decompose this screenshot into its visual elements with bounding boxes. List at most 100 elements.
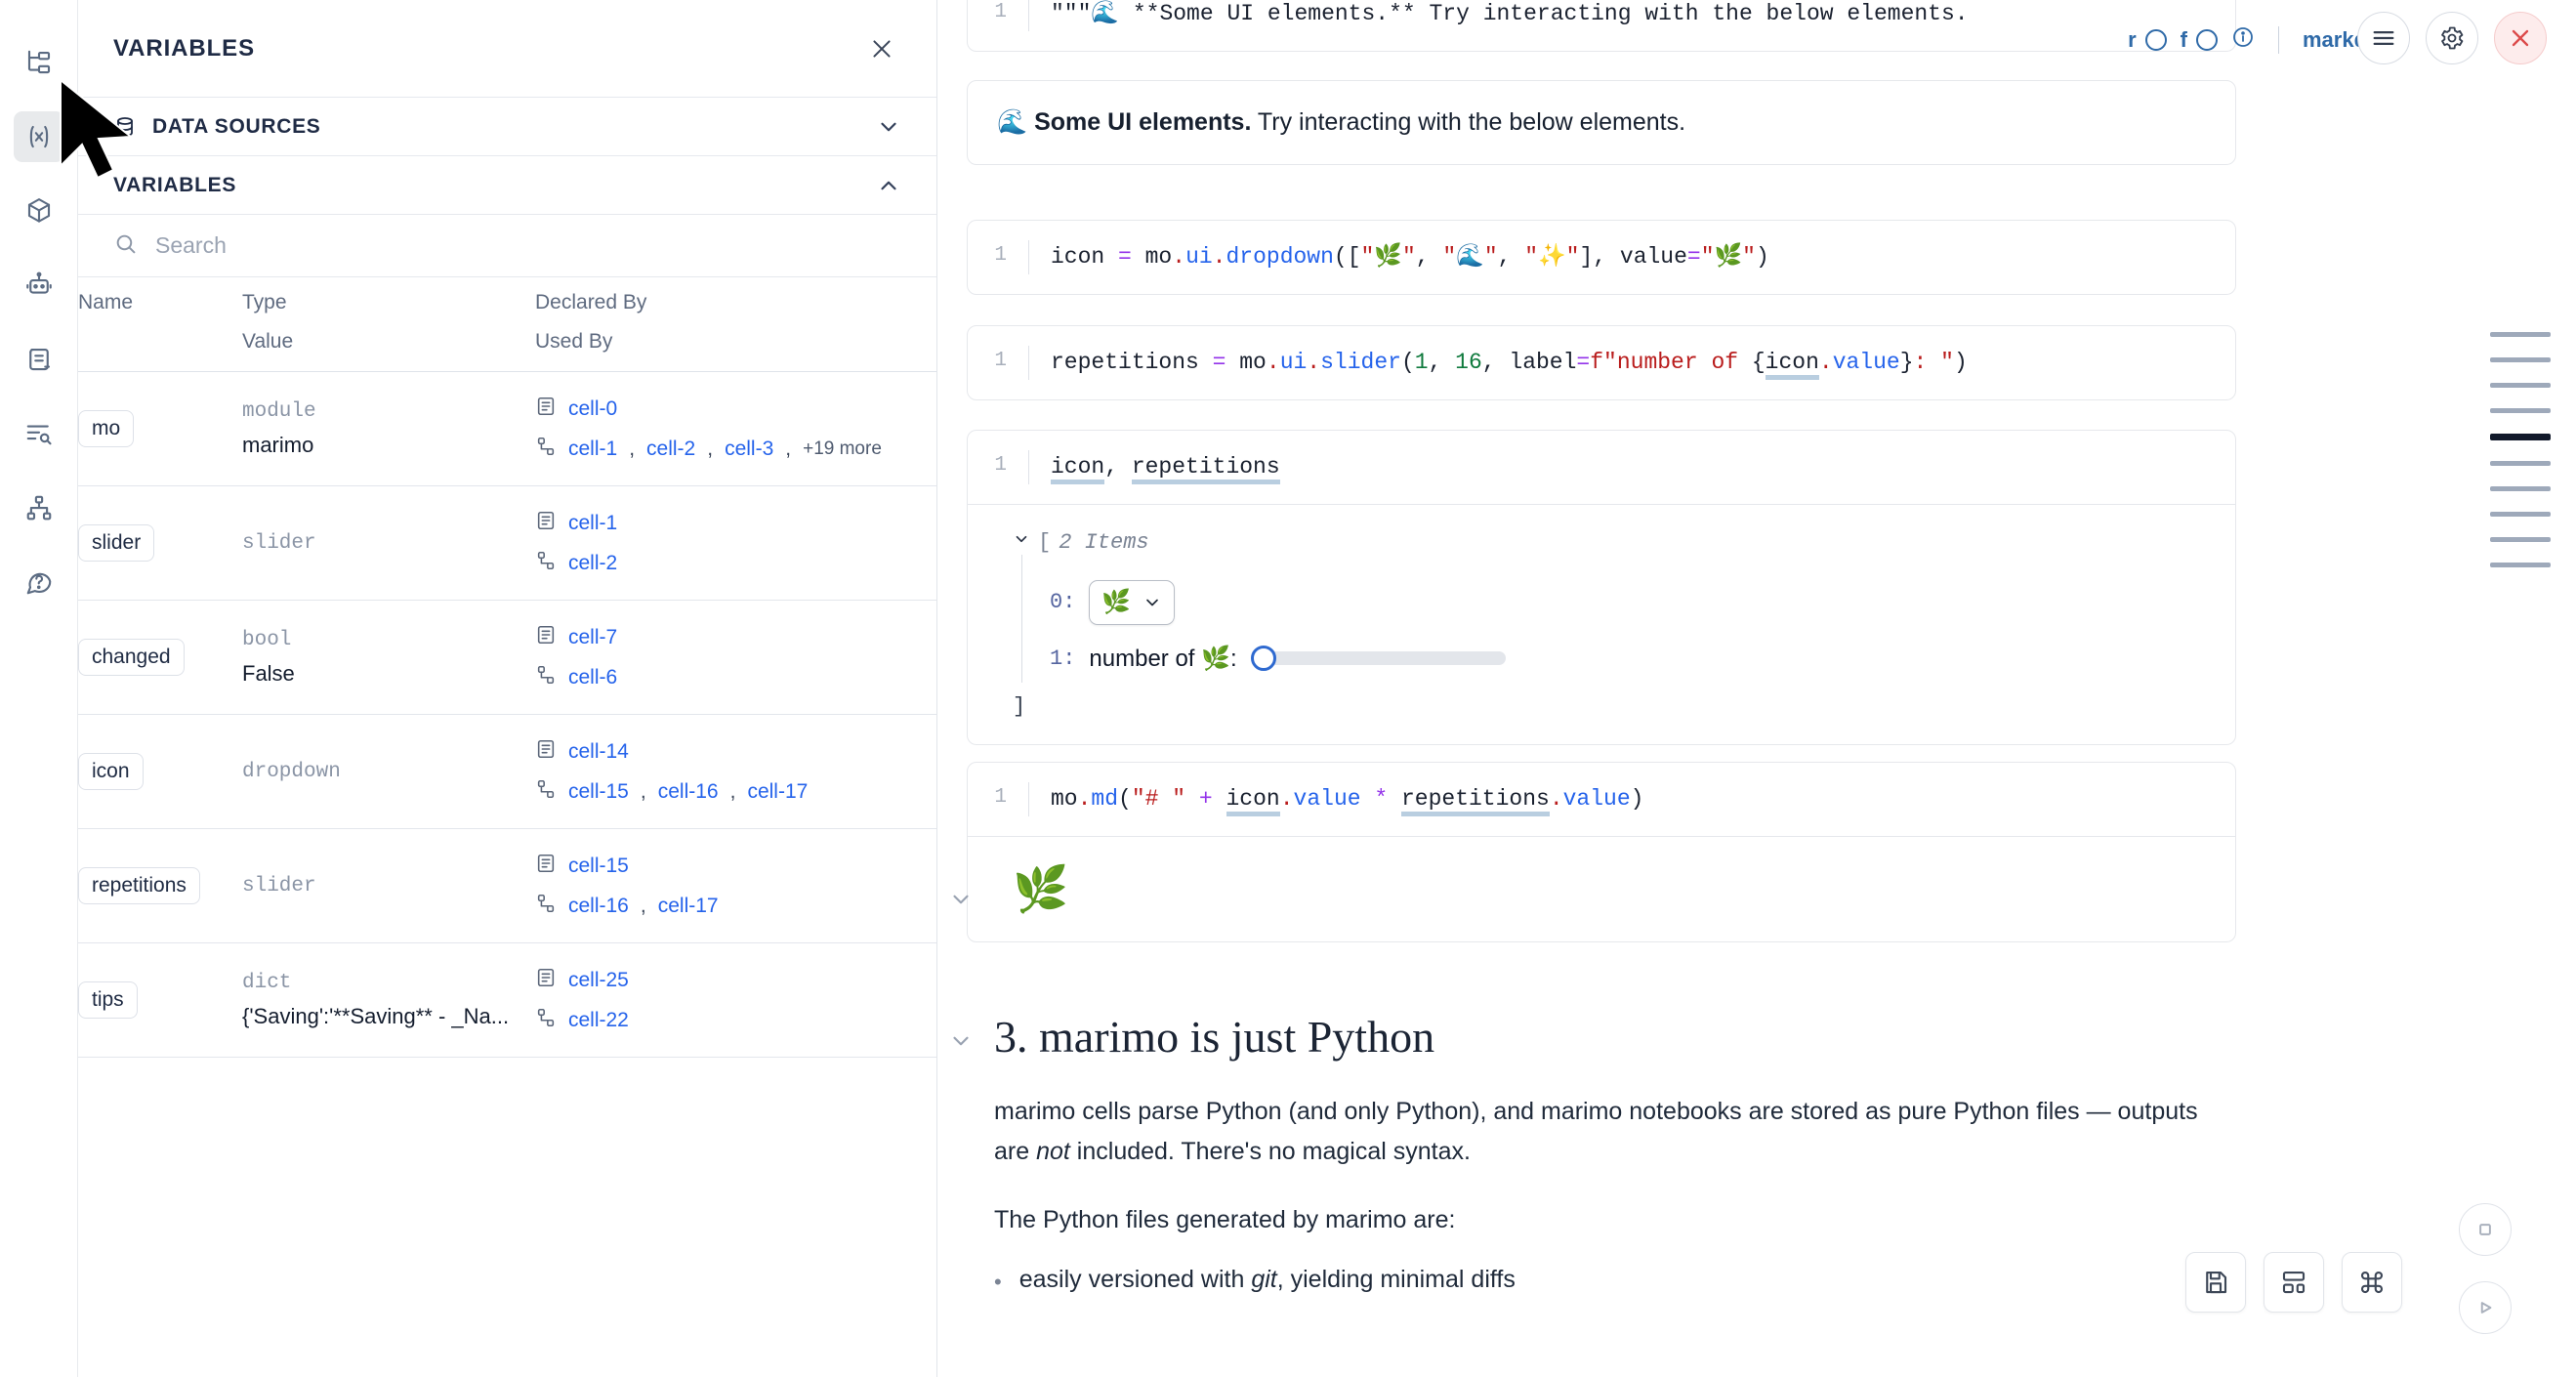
chevron-up-icon[interactable] [876, 173, 901, 198]
markdown-source-cell[interactable]: 1 """🌊 **Some UI elements.** Try interac… [967, 0, 2236, 52]
cell-link[interactable]: cell-17 [747, 779, 809, 803]
chevron-down-icon[interactable] [876, 114, 901, 140]
code-content-tuple[interactable]: icon, repetitions [1028, 450, 2235, 484]
help-icon[interactable] [14, 557, 64, 607]
cell-link[interactable]: cell-6 [568, 665, 618, 688]
md-emoji-output: 🌿 [968, 835, 2235, 941]
section-variables[interactable]: VARIABLES [78, 156, 936, 215]
cell-link[interactable]: cell-1 [568, 437, 618, 460]
variable-name-chip[interactable]: mo [78, 410, 135, 447]
code-content-md[interactable]: mo.md("# " + icon.value * repetitions.va… [1028, 782, 2235, 816]
slider-widget[interactable] [1250, 646, 1506, 671]
variable-cells-cell: cell-0 cell-1, cell-2, cell-3, +19 more [535, 371, 936, 486]
table-row[interactable]: icon dropdown cell-14 cell-15, cell-16, … [78, 714, 936, 829]
minimap-cell-marker[interactable] [2490, 434, 2551, 440]
menu-icon[interactable] [2357, 12, 2410, 64]
file-tree-icon[interactable] [14, 37, 64, 88]
minimap-cell-marker[interactable] [2490, 408, 2551, 413]
code-cell-dropdown[interactable]: 1 icon = mo.ui.dropdown(["🌿", "🌊", "✨"],… [967, 220, 2236, 295]
code-cell-tuple[interactable]: 1 icon, repetitions [ 2 Items [967, 430, 2236, 745]
tree-row-0: 0: 🌿 [1050, 570, 2190, 635]
cell-link[interactable]: cell-2 [646, 437, 696, 460]
stop-icon[interactable] [2459, 1203, 2512, 1256]
cell-link[interactable]: cell-2 [568, 551, 618, 574]
variable-name-chip[interactable]: tips [78, 981, 138, 1019]
toggle-circle-icon[interactable] [2144, 29, 2167, 51]
cell-link[interactable]: cell-22 [568, 1008, 629, 1031]
used-by-more[interactable]: +19 more [803, 438, 882, 459]
variable-name-chip[interactable]: slider [78, 524, 155, 562]
minimap-cell-marker[interactable] [2490, 383, 2551, 388]
minimap-cell-marker[interactable] [2490, 563, 2551, 567]
run-icon[interactable] [2459, 1281, 2512, 1334]
cell-link[interactable]: cell-16 [657, 779, 719, 803]
slider-knob[interactable] [1250, 646, 1276, 671]
code-content-dropdown[interactable]: icon = mo.ui.dropdown(["🌿", "🌊", "✨"], v… [1028, 240, 2235, 274]
layout-icon[interactable] [2264, 1252, 2324, 1313]
variable-type-value-cell: bool False [242, 600, 535, 715]
minimap-cell-marker[interactable] [2490, 512, 2551, 517]
tree-header[interactable]: [ 2 Items [1013, 530, 2190, 555]
logs-search-icon[interactable] [14, 408, 64, 459]
variable-name-chip[interactable]: changed [78, 639, 185, 676]
cell-link[interactable]: cell-16 [568, 894, 629, 917]
table-row[interactable]: mo module marimo cell-0 cell-1, cell-2, … [78, 371, 936, 486]
minimap-cell-marker[interactable] [2490, 332, 2551, 337]
variable-type-value-cell: dict {'Saving':'**Saving** - _Na... [242, 942, 535, 1058]
cell-link[interactable]: cell-15 [568, 854, 629, 877]
code-cell-slider[interactable]: 1 repetitions = mo.ui.slider(1, 16, labe… [967, 325, 2236, 400]
gear-icon[interactable] [2426, 12, 2478, 64]
chevron-down-icon[interactable] [1013, 530, 1030, 555]
col-name: Name [78, 277, 242, 372]
search-input[interactable] [155, 232, 901, 259]
robot-icon[interactable] [14, 260, 64, 311]
code-cell-md[interactable]: 1 mo.md("# " + icon.value * repetitions.… [967, 762, 2236, 942]
cell-minimap[interactable] [2490, 332, 2551, 567]
cell-link[interactable]: cell-3 [725, 437, 774, 460]
variable-name-cell: repetitions [78, 828, 242, 943]
variable-name-cell: tips [78, 942, 242, 1058]
cell-link[interactable]: cell-15 [568, 779, 629, 803]
cell-link[interactable]: cell-25 [568, 968, 629, 991]
command-palette-icon[interactable] [2342, 1252, 2402, 1313]
table-row[interactable]: repetitions slider cell-15 cell-16, cell… [78, 828, 936, 943]
variable-cells-cell: cell-25 cell-22 [535, 942, 936, 1058]
minimap-cell-marker[interactable] [2490, 461, 2551, 466]
info-icon[interactable] [2231, 25, 2255, 55]
scroll-icon[interactable] [14, 334, 64, 385]
variable-name-chip[interactable]: icon [78, 753, 144, 790]
table-row[interactable]: slider slider cell-1 cell-2 [78, 485, 936, 601]
used-by-line: cell-1, cell-2, cell-3, +19 more [535, 436, 936, 462]
cell-link[interactable]: cell-1 [568, 511, 618, 534]
code-content-slider[interactable]: repetitions = mo.ui.slider(1, 16, label=… [1028, 346, 2235, 380]
slider-track[interactable] [1263, 651, 1506, 665]
col-declared-label: Declared By [535, 291, 647, 313]
package-icon[interactable] [14, 186, 64, 236]
toggle-circle-icon[interactable] [2195, 29, 2218, 51]
minimap-cell-marker[interactable] [2490, 357, 2551, 362]
markdown-source-code[interactable]: """🌊 **Some UI elements.** Try interacti… [1028, 0, 2235, 31]
variable-name-chip[interactable]: repetitions [78, 867, 200, 904]
cell-link[interactable]: cell-14 [568, 739, 629, 763]
fold-toggle-section[interactable] [947, 1028, 975, 1054]
flag-r[interactable]: r [2128, 27, 2167, 53]
minimap-cell-marker[interactable] [2490, 486, 2551, 491]
dropdown-widget[interactable]: 🌿 [1089, 579, 1176, 625]
save-icon[interactable] [2185, 1252, 2246, 1313]
cell-link[interactable]: cell-0 [568, 396, 618, 420]
cell-link[interactable]: cell-7 [568, 625, 618, 648]
cell-link[interactable]: cell-17 [657, 894, 719, 917]
flag-f[interactable]: f [2181, 27, 2218, 53]
close-icon[interactable] [862, 29, 901, 68]
table-row[interactable]: tips dict {'Saving':'**Saving** - _Na...… [78, 942, 936, 1058]
dependency-graph-icon[interactable] [14, 482, 64, 533]
close-cell-icon[interactable] [2494, 12, 2547, 64]
variables-icon[interactable] [13, 111, 64, 162]
fold-toggle-md[interactable] [947, 887, 975, 912]
section-data-sources[interactable]: DATA SOURCES [78, 98, 936, 156]
markdown-output-cell[interactable]: 🌊 Some UI elements. Try interacting with… [967, 80, 2236, 165]
toolbar-divider [2277, 26, 2279, 54]
minimap-cell-marker[interactable] [2490, 537, 2551, 542]
file-icon [535, 624, 557, 650]
table-row[interactable]: changed bool False cell-7 cell-6 [78, 600, 936, 715]
